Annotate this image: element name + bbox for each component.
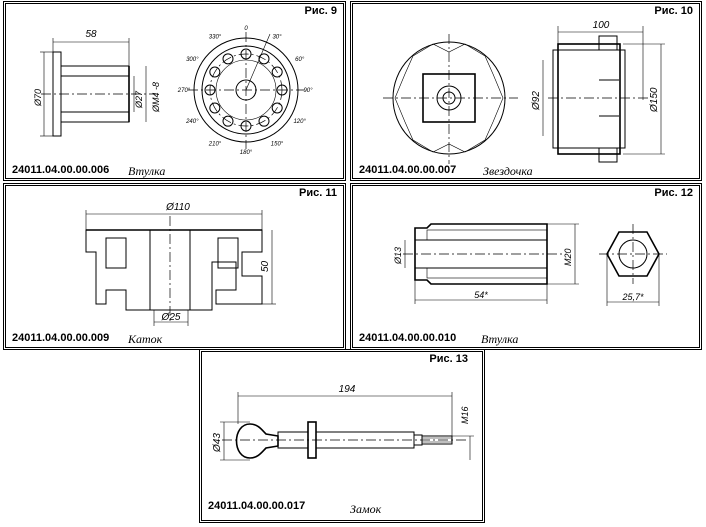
panel-fig-12: Рис. 12 Ø13 M20 54* 25,7* (352, 185, 700, 348)
bolt-hole (209, 66, 221, 78)
panel-fig-11: Рис. 11 Ø110 50 Ø25 24011.04.00.00.009 К… (5, 185, 344, 348)
part-code: 24011.04.00.00.007 (359, 164, 457, 176)
angle-label: 150° (271, 142, 284, 148)
part-code: 24011.04.00.00.010 (359, 332, 457, 344)
dim-d150: Ø150 (649, 87, 660, 113)
dim-d43: Ø43 (212, 433, 223, 453)
angle-label: 180° (240, 150, 253, 156)
angle-label: 60° (295, 57, 305, 63)
wall-bottom (60, 111, 130, 123)
dim-d13: Ø13 (393, 247, 403, 265)
part-name: Замок (350, 502, 382, 516)
part-name: Звездочка (483, 164, 533, 178)
bolt-hole (258, 115, 270, 127)
dim-d70: Ø70 (33, 89, 43, 107)
bolt-hole (222, 115, 234, 127)
dim-m16: M16 (460, 406, 470, 424)
angle-label: 30° (272, 34, 282, 40)
bolt-hole (204, 84, 216, 96)
figure-number: Рис. 9 (304, 5, 337, 17)
bolt-hole (222, 53, 234, 65)
dim-hex: 25,7* (621, 292, 644, 302)
dim-m20: M20 (563, 248, 573, 266)
part-code: 24011.04.00.00.006 (12, 164, 110, 176)
dim-thread: ØM4 -8 (151, 82, 161, 113)
figure-number: Рис. 10 (654, 5, 693, 17)
part-code: 24011.04.00.00.009 (12, 332, 110, 344)
dim-length: 194 (339, 384, 356, 395)
part-name: Каток (128, 332, 163, 346)
angle-label: 270° (177, 88, 191, 94)
panel-fig-13: Рис. 13 194 M16 Ø43 24011.04.00.00.017 З… (201, 351, 483, 521)
drawing-lock: 194 M16 Ø43 (212, 384, 474, 461)
drawing-sleeve: Ø13 M20 54* 25,7* (393, 223, 667, 306)
part-name: Втулка (128, 164, 166, 178)
bolt-hole (258, 53, 270, 65)
drawing-sprocket: 100 Ø92 Ø150 (383, 20, 665, 164)
panel-fig-10: Рис. 10 100 Ø92 Ø150 2 (352, 3, 700, 179)
angle-label: 240° (185, 119, 199, 125)
bolt-hole (271, 66, 283, 78)
drawing-bushing: 58 Ø70 Ø27 ØM4 -8 0 30° 60° 90° 120° 150° 180°… (33, 26, 313, 156)
dim-length: 54* (474, 290, 488, 300)
angle-label: 300° (186, 57, 199, 63)
dim-d25: Ø25 (161, 312, 181, 323)
dim-d27: Ø27 (134, 90, 144, 109)
angle-label: 210° (208, 142, 222, 148)
angle-label: 90° (303, 88, 313, 94)
dim-h50: 50 (260, 260, 271, 272)
wall-top (60, 65, 130, 77)
dim-d92: Ø92 (531, 91, 542, 111)
dim-length: 58 (85, 29, 97, 40)
part-name: Втулка (481, 332, 519, 346)
bolt-hole (271, 102, 283, 114)
bolt-hole (240, 48, 252, 60)
drawing-roller: Ø110 50 Ø25 (85, 202, 276, 326)
figure-number: Рис. 13 (429, 353, 468, 365)
bolt-hole (209, 102, 221, 114)
bolt-circle-view (188, 32, 304, 149)
figure-number: Рис. 11 (299, 187, 337, 199)
angle-label: 330° (209, 34, 222, 40)
angle-label: 0 (244, 26, 248, 32)
bolt-hole (276, 84, 288, 96)
part-code: 24011.04.00.00.017 (208, 500, 306, 512)
panel-fig-9: Рис. 9 58 Ø70 Ø27 ØM4 -8 (5, 3, 344, 179)
dim-length: 100 (593, 20, 610, 31)
angle-label: 120° (293, 119, 306, 125)
figure-number: Рис. 12 (654, 187, 693, 199)
bolt-hole (240, 120, 252, 132)
dim-d110: Ø110 (165, 202, 190, 213)
